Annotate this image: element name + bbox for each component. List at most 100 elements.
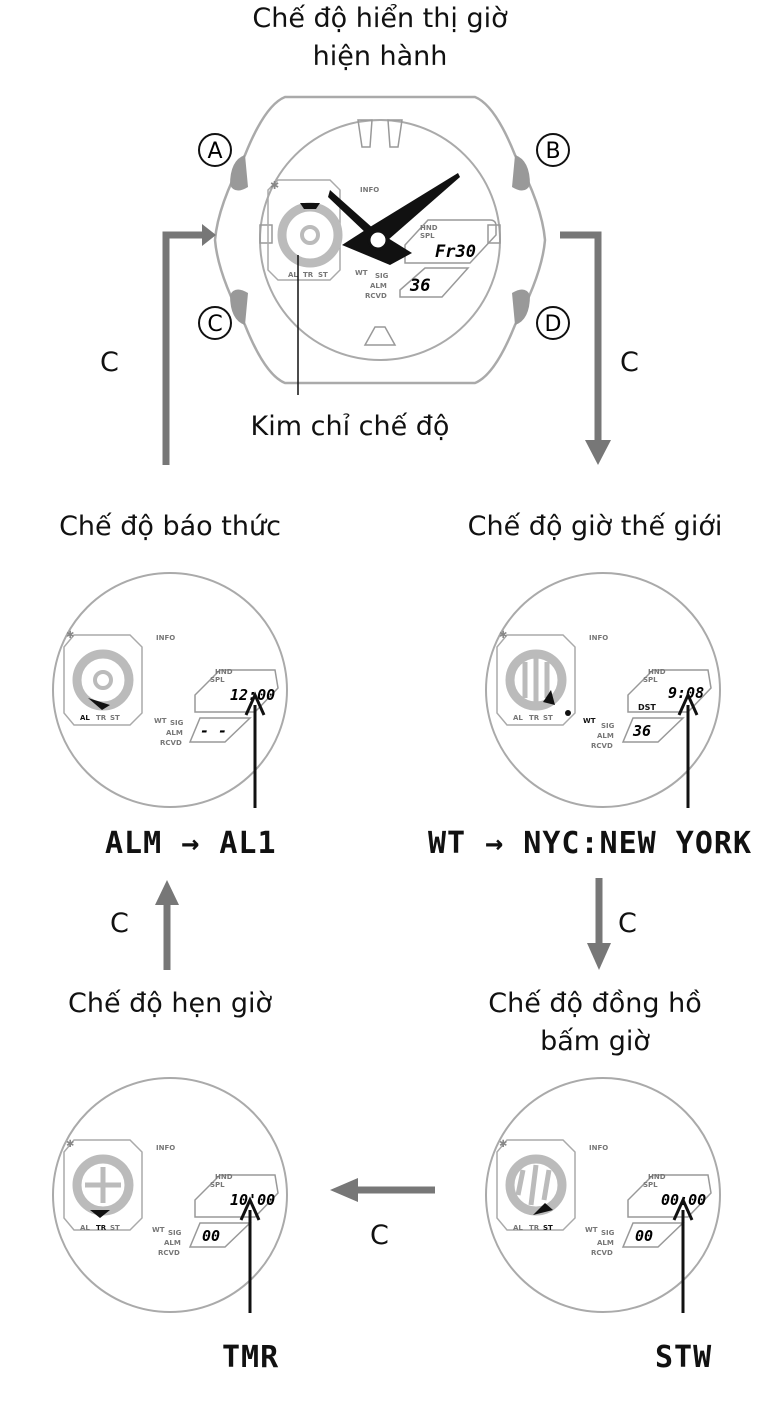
svg-text:RCVD: RCVD xyxy=(160,739,182,747)
svg-text:WT: WT xyxy=(583,717,596,725)
transition-c-mid-left: C xyxy=(110,908,129,939)
main-lcd-top: Fr30 xyxy=(435,242,476,262)
subdial-tr-label: TR xyxy=(303,271,314,279)
svg-text:RCVD: RCVD xyxy=(158,1249,180,1257)
svg-text:TR: TR xyxy=(96,1224,107,1232)
timer-code: TMR xyxy=(222,1340,280,1375)
transition-c-top-right: C xyxy=(620,347,639,378)
world-lcd-dst: DST xyxy=(638,703,656,712)
subdial-st-label: ST xyxy=(318,271,328,279)
arrow-left-up xyxy=(162,224,216,465)
world-lcd-top: 9:08 xyxy=(668,684,704,702)
svg-text:SIG: SIG xyxy=(168,1229,182,1237)
svg-text:WT: WT xyxy=(152,1226,165,1234)
stopwatch-title-line2: bấm giờ xyxy=(540,1026,650,1057)
current-time-title-line1: Chế độ hiển thị giờ xyxy=(252,3,508,34)
alarm-watch: AL TR ST INFO WT ✱ HND SPL SIG ALM RCVD … xyxy=(52,572,288,808)
svg-text:ALM: ALM xyxy=(164,1239,181,1247)
alarm-lcd-bottom: - - xyxy=(200,722,227,740)
button-c[interactable] xyxy=(230,289,248,325)
svg-text:INFO: INFO xyxy=(589,1144,608,1152)
svg-text:AL: AL xyxy=(80,1224,90,1232)
hnd-label: HND xyxy=(420,224,438,232)
svg-text:ST: ST xyxy=(543,1224,553,1232)
svg-text:WT: WT xyxy=(585,1226,598,1234)
bluetooth-icon: ✱ xyxy=(270,179,279,192)
stopwatch-lcd-bottom: 00 xyxy=(635,1227,653,1245)
subdial-al-label: AL xyxy=(288,271,298,279)
svg-text:TR: TR xyxy=(96,714,107,722)
svg-text:INFO: INFO xyxy=(156,634,175,642)
svg-text:INFO: INFO xyxy=(589,634,608,642)
svg-text:ALM: ALM xyxy=(166,729,183,737)
timer-watch: AL TR ST INFO WT ✱ HND SPL SIG ALM RCVD … xyxy=(52,1077,288,1313)
svg-text:SPL: SPL xyxy=(210,676,225,684)
svg-text:A: A xyxy=(207,139,222,164)
arrow-world-to-stopwatch xyxy=(587,878,611,970)
svg-text:HND: HND xyxy=(215,668,233,676)
svg-text:SPL: SPL xyxy=(643,1181,658,1189)
bluetooth-icon: ✱ xyxy=(499,630,507,641)
bluetooth-icon: ✱ xyxy=(66,1139,74,1150)
alarm-title: Chế độ báo thức xyxy=(59,511,281,542)
stopwatch-title: Chế độ đồng hồ bấm giờ xyxy=(440,985,750,1061)
svg-text:SIG: SIG xyxy=(601,1229,615,1237)
button-c-label: C xyxy=(198,306,232,340)
stopwatch-code: STW xyxy=(655,1340,713,1375)
button-a[interactable] xyxy=(230,155,248,191)
button-d-label: D xyxy=(536,306,570,340)
mode-hand-label: Kim chỉ chế độ xyxy=(250,411,450,442)
stopwatch-watch: AL TR ST INFO WT ✱ HND SPL SIG ALM RCVD … xyxy=(485,1077,721,1313)
svg-text:TR: TR xyxy=(529,1224,540,1232)
svg-text:SPL: SPL xyxy=(210,1181,225,1189)
button-b-label: B xyxy=(536,133,570,167)
transition-c-mid-right: C xyxy=(618,908,637,939)
arrow-timer-to-alarm xyxy=(155,880,179,970)
svg-text:RCVD: RCVD xyxy=(591,1249,613,1257)
button-b[interactable] xyxy=(512,155,530,191)
timer-title: Chế độ hẹn giờ xyxy=(68,988,272,1019)
sig-label: SIG xyxy=(375,272,389,280)
transition-c-bottom: C xyxy=(370,1220,389,1251)
svg-text:SIG: SIG xyxy=(601,722,615,730)
svg-text:C: C xyxy=(207,312,222,337)
current-time-title-line2: hiện hành xyxy=(312,41,448,72)
svg-text:ALM: ALM xyxy=(597,732,614,740)
svg-text:HND: HND xyxy=(215,1173,233,1181)
world-time-watch: AL TR ST INFO WT ✱ HND SPL SIG ALM RCVD … xyxy=(485,572,721,808)
svg-text:D: D xyxy=(545,312,562,337)
transition-c-top-left: C xyxy=(100,347,119,378)
svg-text:AL: AL xyxy=(513,1224,523,1232)
alarm-lcd-top: 12:00 xyxy=(230,686,275,704)
svg-text:ST: ST xyxy=(110,714,120,722)
stopwatch-title-line1: Chế độ đồng hồ xyxy=(488,988,702,1019)
svg-text:ST: ST xyxy=(110,1224,120,1232)
timer-lcd-bottom: 00 xyxy=(202,1227,220,1245)
spl-label: SPL xyxy=(420,232,435,240)
bluetooth-icon: ✱ xyxy=(499,1139,507,1150)
world-time-title: Chế độ giờ thế giới xyxy=(467,511,723,542)
svg-text:HND: HND xyxy=(648,1173,666,1181)
svg-text:ALM: ALM xyxy=(597,1239,614,1247)
alm-label: ALM xyxy=(370,282,387,290)
arrow-stopwatch-to-timer xyxy=(330,1178,435,1202)
svg-text:TR: TR xyxy=(529,714,540,722)
world-lcd-bottom: 36 xyxy=(632,722,651,740)
svg-text:WT: WT xyxy=(154,717,167,725)
current-time-title: Chế độ hiển thị giờ hiện hành xyxy=(180,0,580,76)
svg-text:RCVD: RCVD xyxy=(591,742,613,750)
alarm-code: ALM → AL1 xyxy=(105,826,277,861)
svg-text:ST: ST xyxy=(543,714,553,722)
main-watch: AL TR ST INFO WT ✱ HND SPL SIG ALM RCVD … xyxy=(213,95,547,395)
svg-text:SIG: SIG xyxy=(170,719,184,727)
wt-label: WT xyxy=(355,269,368,277)
world-time-code: WT → NYC:NEW YORK xyxy=(428,826,753,861)
timer-lcd-top: 10'00 xyxy=(230,1191,275,1209)
svg-text:AL: AL xyxy=(80,714,90,722)
button-d[interactable] xyxy=(512,289,530,325)
svg-text:HND: HND xyxy=(648,668,666,676)
svg-text:INFO: INFO xyxy=(156,1144,175,1152)
svg-text:AL: AL xyxy=(513,714,523,722)
arrow-right-down xyxy=(560,231,611,465)
main-lcd-bottom: 36 xyxy=(409,276,430,296)
